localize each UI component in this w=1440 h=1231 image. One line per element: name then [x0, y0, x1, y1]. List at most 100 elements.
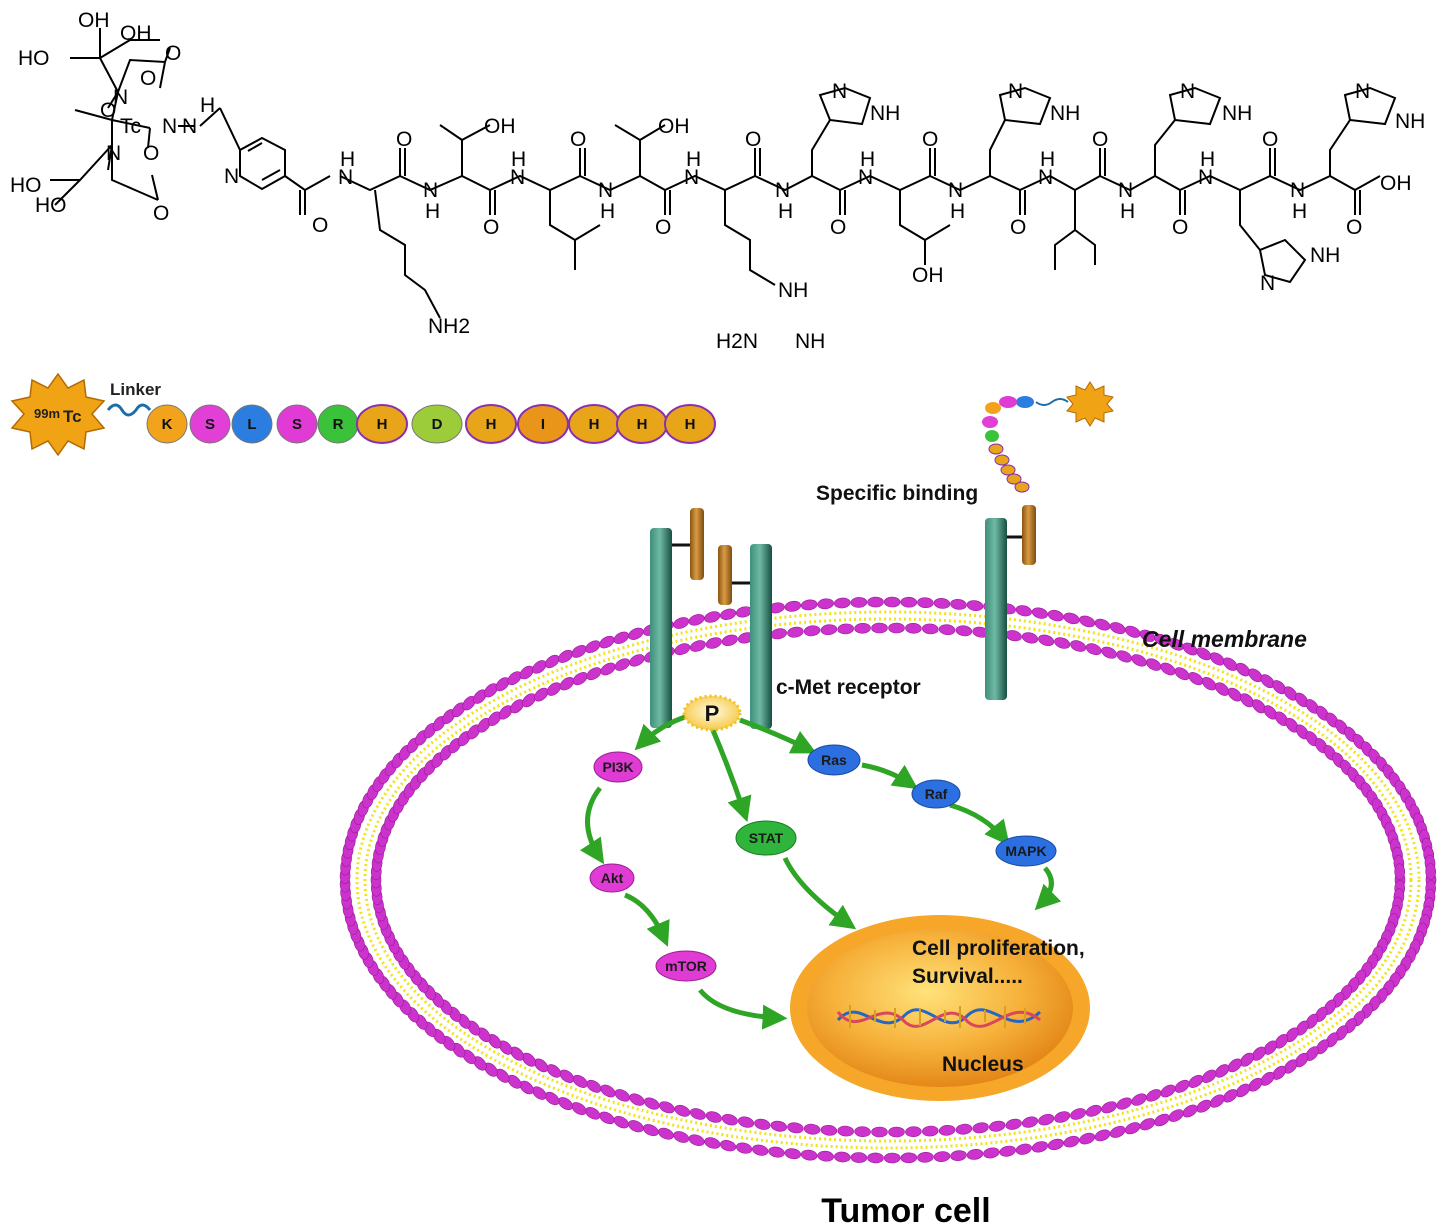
lipid-head	[1063, 612, 1080, 625]
protein-mtor	[655, 950, 717, 982]
lipid-head	[770, 628, 787, 640]
phospho-label: P	[705, 701, 720, 726]
nucleus	[790, 915, 1090, 1101]
residue-label: H	[637, 416, 648, 433]
atom-h: H	[425, 200, 440, 223]
lipid-head	[1139, 1118, 1156, 1131]
lipid-head	[600, 1084, 616, 1098]
lipid-head	[938, 1124, 956, 1136]
atom-h: H	[1120, 200, 1135, 223]
lipid-head	[559, 677, 575, 691]
c-met-receptor	[650, 528, 672, 728]
atom-oh: OH	[658, 115, 690, 138]
atom-o: O	[830, 216, 846, 239]
outcome-line1: Cell proliferation,	[912, 937, 1085, 960]
atom-n: N	[598, 179, 613, 202]
lipid-head	[820, 624, 838, 636]
residue-label: H	[685, 416, 696, 433]
lipid-head	[883, 1152, 901, 1164]
lipid-head	[1079, 615, 1096, 628]
atom-o: O	[396, 128, 412, 151]
protein-mtor-label: mTOR	[665, 958, 707, 974]
atom-ho: HO	[10, 174, 42, 197]
lipid-head	[1131, 654, 1147, 667]
lipid-head	[1054, 637, 1071, 649]
atom-o: O	[1262, 128, 1278, 151]
protein-pi3k	[593, 751, 643, 783]
bound-peptide	[982, 381, 1114, 493]
residue-bead	[276, 404, 318, 444]
atom-h: H	[778, 200, 793, 223]
atom-h: H	[1292, 200, 1307, 223]
lipid-head	[850, 1152, 868, 1163]
lipid-head	[938, 624, 956, 636]
atom-n: N	[224, 165, 239, 188]
lipid-head	[1146, 1089, 1162, 1102]
lipid-head	[546, 1064, 562, 1078]
atom-nh: NH	[1050, 102, 1080, 125]
lipid-head	[1154, 633, 1170, 647]
atom-h: H	[860, 148, 875, 171]
lipid-head	[834, 1151, 851, 1163]
lipid-head	[871, 622, 888, 634]
lipid-head	[1160, 1084, 1176, 1098]
lipid-head	[628, 1120, 644, 1133]
atom-h: H	[1200, 148, 1215, 171]
lipid-head	[659, 1101, 675, 1114]
residue-label: H	[377, 416, 388, 433]
lipid-head	[705, 1111, 722, 1123]
lipid-head	[1182, 642, 1198, 656]
atom-o: O	[165, 42, 181, 65]
lipid-head	[1188, 672, 1204, 686]
protein-ras-label: Ras	[821, 752, 847, 768]
lipid-head	[1047, 609, 1064, 622]
lipid-head	[867, 596, 884, 608]
lipid-head	[1116, 1097, 1132, 1110]
lipid-head	[644, 1097, 660, 1110]
atom-o: O	[312, 214, 328, 237]
atom-oh: OH	[484, 115, 516, 138]
residue-label: S	[205, 416, 215, 433]
residue-label: R	[333, 416, 344, 433]
lipid-head	[999, 1145, 1016, 1157]
protein-raf-label: Raf	[925, 786, 948, 802]
atom-n: N	[1008, 80, 1023, 103]
lipid-head	[1240, 1052, 1254, 1067]
lipid-head	[1085, 1104, 1102, 1117]
lipid-head	[544, 1091, 560, 1106]
atom-h: H	[950, 200, 965, 223]
lipid-head	[1094, 1129, 1111, 1142]
lipid-head	[888, 1126, 905, 1138]
atom-oh: OH	[78, 9, 110, 32]
atom-n: N	[1355, 80, 1370, 103]
receptor-label: c-Met receptor	[776, 676, 921, 699]
atom-h: H	[511, 148, 526, 171]
c-met-receptor	[750, 544, 772, 729]
lipid-head	[837, 1125, 854, 1137]
lipid-head	[933, 1151, 951, 1162]
atom-o: O	[100, 99, 116, 122]
lipid-head	[600, 662, 616, 676]
residue-label: H	[486, 416, 497, 433]
lipid-head	[628, 627, 644, 640]
atom-oh: OH	[912, 264, 944, 287]
lipid-head	[1214, 1064, 1230, 1078]
lipid-head	[1209, 1094, 1225, 1108]
atom-n: N	[1118, 179, 1133, 202]
lipid-head	[1174, 667, 1190, 681]
lipid-head	[867, 1152, 884, 1164]
lipid-head	[1116, 650, 1132, 663]
lipid-head	[1131, 1093, 1147, 1106]
lipid-head	[1005, 1118, 1022, 1130]
lipid-head	[950, 599, 967, 610]
lipid-head	[614, 1089, 630, 1102]
lipid-head	[784, 1148, 802, 1160]
lipid-head	[1146, 658, 1162, 671]
atom-h: H	[340, 148, 355, 171]
lipid-head	[800, 1149, 818, 1161]
lipid-head	[817, 1150, 834, 1162]
lipid-head	[572, 1074, 588, 1088]
lipid-head	[658, 1127, 674, 1140]
lipid-head	[752, 1144, 769, 1156]
lipid-head	[1015, 1143, 1032, 1155]
